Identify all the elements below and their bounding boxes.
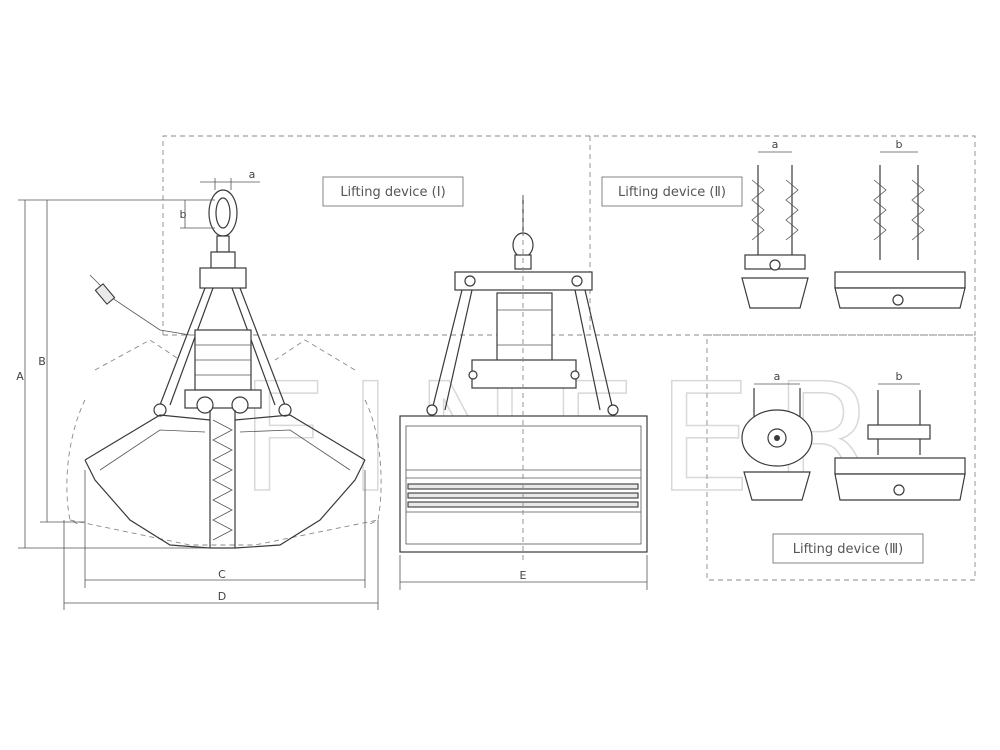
grab-front-view xyxy=(399,195,648,560)
dimension-a-device3: a xyxy=(774,370,781,383)
dimension-a-device2: a xyxy=(772,138,779,151)
lifting-device-2-views xyxy=(741,151,966,309)
svg-text:Lifting device (Ⅰ): Lifting device (Ⅰ) xyxy=(340,185,445,200)
lifting-device-2-label: Lifting device (Ⅱ) xyxy=(601,176,743,207)
svg-text:Lifting device (Ⅲ): Lifting device (Ⅲ) xyxy=(793,542,903,557)
dimension-a-left: a xyxy=(249,168,256,181)
lifting-device-3-views xyxy=(741,383,966,501)
svg-text:Lifting device (Ⅱ): Lifting device (Ⅱ) xyxy=(618,185,726,200)
dimension-E: E xyxy=(520,569,527,582)
dimension-b-device2: b xyxy=(896,138,903,151)
dimension-line-E xyxy=(399,555,648,590)
dimension-b-left: b xyxy=(180,208,187,221)
dimension-D: D xyxy=(218,590,226,603)
dimension-A: A xyxy=(16,370,24,383)
lifting-device-1-label: Lifting device (Ⅰ) xyxy=(322,176,464,207)
dimension-B: B xyxy=(38,355,46,368)
dimension-b-device3: b xyxy=(896,370,903,383)
lifting-device-3-label: Lifting device (Ⅲ) xyxy=(772,533,924,564)
dashed-frames xyxy=(162,135,976,581)
dimension-C: C xyxy=(218,568,226,581)
grab-side-view xyxy=(66,189,382,549)
dimension-lines-left xyxy=(18,178,379,610)
